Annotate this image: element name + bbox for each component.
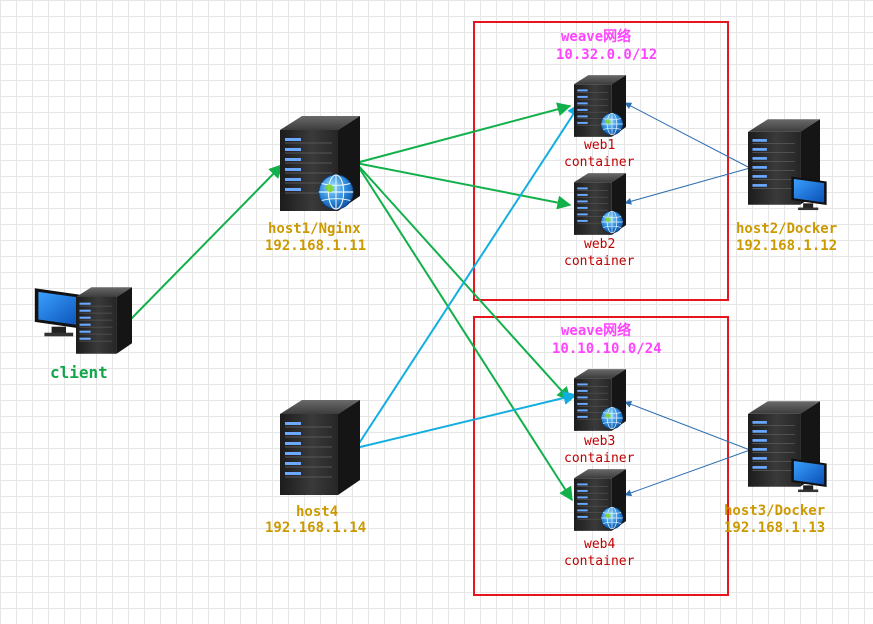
arrow-host1-to-web1: [355, 102, 572, 164]
net1-cidr: 10.32.0.0/12: [556, 47, 658, 63]
web2-name: web2: [584, 237, 616, 252]
web4-globe-icon: [600, 506, 624, 530]
arrow-host2-to-web1: [624, 102, 751, 169]
web1-name: web1: [584, 138, 616, 153]
host2-monitor-icon: [791, 176, 827, 211]
client-label: client: [50, 363, 108, 382]
web1-globe-icon: [600, 112, 624, 136]
client-workstation-icon: [34, 286, 132, 355]
host1-ip: 192.168.1.11: [265, 238, 367, 254]
arrow-host1-to-web2: [355, 162, 572, 210]
web2-globe-icon: [600, 210, 624, 234]
web1-type: container: [564, 155, 635, 170]
host1-name: host1/Nginx: [268, 221, 361, 237]
host4-ip: 192.168.1.14: [265, 520, 367, 536]
host3-monitor-icon: [791, 458, 827, 493]
host2-ip: 192.168.1.12: [736, 238, 838, 254]
arrow-client-to-host1: [129, 164, 283, 321]
weave-network-1-box: [473, 21, 729, 301]
host4-server-icon: [280, 400, 360, 495]
arrow-host1-to-web3: [355, 162, 571, 402]
host1-globe-icon: [318, 174, 354, 210]
arrow-host3-to-web3: [624, 400, 751, 451]
arrow-host4-to-web1: [355, 102, 581, 449]
host4-name: host4: [296, 504, 339, 520]
web4-name: web4: [584, 537, 616, 552]
arrow-host4-to-web3: [355, 391, 578, 449]
arrow-host3-to-web4: [624, 449, 751, 497]
arrow-host2-to-web2: [624, 167, 751, 205]
weave-network-2-box: [473, 316, 729, 596]
host3-name: host3/Docker: [724, 503, 826, 519]
host3-ip: 192.168.1.13: [724, 520, 826, 536]
web4-type: container: [564, 554, 635, 569]
web3-type: container: [564, 451, 635, 466]
web2-type: container: [564, 254, 635, 269]
connections: [129, 102, 751, 502]
arrow-host1-to-web4: [355, 162, 573, 502]
net2-name: weave网络: [561, 323, 632, 339]
net1-name: weave网络: [561, 29, 632, 45]
host2-name: host2/Docker: [736, 221, 838, 237]
web3-globe-icon: [600, 406, 624, 430]
net2-cidr: 10.10.10.0/24: [552, 341, 662, 357]
web3-name: web3: [584, 434, 616, 449]
